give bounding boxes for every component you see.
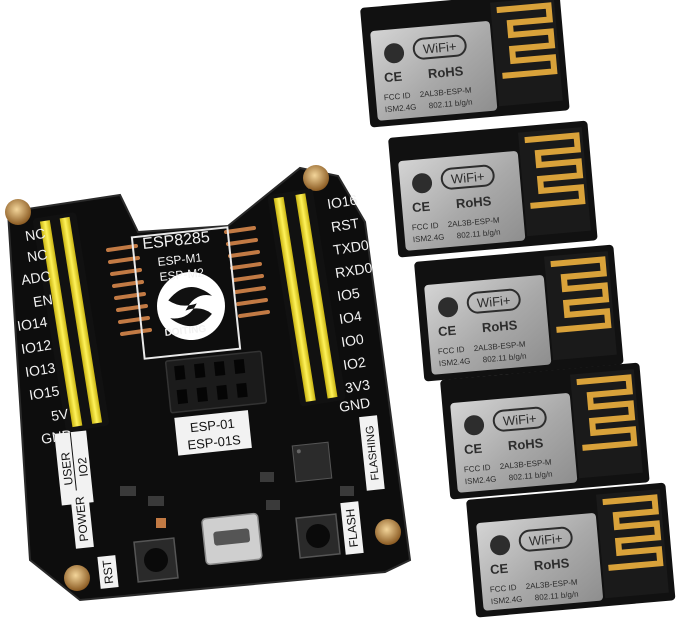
esp-module: WiFi+ CE RoHS FCC ID 2AL3B-ESP-M ISM2.4G… [440, 362, 650, 500]
pin-label-right: IO2 [342, 354, 367, 373]
module-logo-icon [464, 415, 485, 436]
pin-label-left: NC [24, 225, 46, 244]
flash-label-box: FLASH [340, 501, 364, 555]
module-wifi: WiFi+ [476, 293, 511, 311]
module-ism: ISM2.4G [491, 594, 523, 606]
pin-label-right: IO0 [340, 331, 365, 350]
module-rohs: RoHS [533, 555, 570, 573]
module-rohs: RoHS [507, 435, 544, 453]
socket-label-2: ESP-01S [187, 432, 242, 453]
programmer-board: ESP8285 ESP-M1 ESP-M2 DOITING NC NC ADC … [5, 165, 412, 602]
esp01-socket [164, 350, 268, 414]
pin-label-left: IO12 [20, 336, 53, 357]
module-fcc-id: FCC ID [464, 463, 492, 474]
pin-label-right: IO16 [326, 191, 359, 212]
module-ism: ISM2.4G [439, 356, 471, 368]
module-logo-icon [438, 297, 459, 318]
user-label: USER [58, 451, 75, 486]
flash-button[interactable] [295, 513, 341, 559]
module-fcc-id: FCC ID [438, 345, 466, 356]
pin-label-right: IO5 [336, 285, 361, 304]
module-wifi: WiFi+ [422, 39, 457, 57]
esp-module: WiFi+ CE RoHS FCC ID 2AL3B-ESP-M ISM2.4G… [360, 0, 570, 128]
power-label-box: POWER [69, 489, 94, 549]
model-line-2: ESP-M2 [159, 265, 205, 284]
socket-label-box: ESP-01 ESP-01S [174, 410, 252, 456]
pin-label-right: RXD0 [334, 259, 374, 281]
model-line-1: ESP-M1 [157, 250, 203, 269]
module-rohs: RoHS [455, 193, 492, 211]
pin-label-left: IO14 [16, 313, 49, 334]
pin-label-left: 5V [50, 405, 70, 424]
pin-label-left: NC [26, 246, 48, 265]
rst-label-box: RST [97, 555, 119, 589]
module-ce: CE [490, 561, 510, 578]
screw-bottom-right [375, 519, 401, 545]
chip-title: ESP8285 [142, 229, 211, 253]
socket-label-1: ESP-01 [189, 416, 235, 436]
flashing-label: FLASHING [364, 425, 382, 481]
flashing-label-box: FLASHING [359, 415, 385, 491]
module-standard: 802.11 b/g/n [482, 352, 527, 365]
module-logo-icon [490, 535, 511, 556]
pin-label-right: RST [330, 215, 361, 235]
module-ism: ISM2.4G [465, 474, 497, 486]
rst-label: RST [100, 559, 117, 585]
screw-bottom-left [64, 565, 90, 591]
module-fcc-id: FCC ID [384, 91, 412, 102]
esp-module: WiFi+ CE RoHS FCC ID 2AL3B-ESP-M ISM2.4G… [388, 120, 598, 258]
micro-usb-port[interactable] [201, 512, 263, 566]
module-fcc-id: FCC ID [412, 221, 440, 232]
module-standard: 802.11 b/g/n [534, 590, 579, 603]
module-ce: CE [384, 69, 404, 86]
module-logo-icon [384, 43, 405, 64]
module-rohs: RoHS [427, 63, 464, 81]
module-wifi: WiFi+ [502, 411, 537, 429]
pogo-pins-right [224, 226, 270, 318]
pin-label-left: IO15 [28, 382, 61, 403]
pin-label-left: EN [32, 291, 54, 310]
right-header-pins [267, 188, 346, 407]
module-standard: 802.11 b/g/n [428, 98, 473, 111]
pin-label-right: IO4 [338, 308, 363, 327]
screw-top-right [303, 165, 329, 191]
usb-serial-ic [291, 441, 333, 483]
screw-top-left [5, 199, 31, 225]
module-rohs: RoHS [481, 317, 518, 335]
module-ism: ISM2.4G [413, 232, 445, 244]
flash-label: FLASH [343, 508, 361, 548]
module-standard: 802.11 b/g/n [456, 228, 501, 241]
pin-label-right: TXD0 [332, 237, 370, 258]
module-ce: CE [412, 199, 432, 216]
chip-silkscreen [130, 226, 242, 360]
esp-module: WiFi+ CE RoHS FCC ID 2AL3B-ESP-M ISM2.4G… [466, 482, 676, 618]
module-ce: CE [438, 323, 458, 340]
esp-module: WiFi+ CE RoHS FCC ID 2AL3B-ESP-M ISM2.4G… [414, 244, 624, 382]
brand-label: DOITING [164, 324, 207, 339]
module-logo-icon [412, 173, 433, 194]
pin-label-left: ADC [20, 268, 52, 288]
reset-button[interactable] [133, 537, 179, 583]
pin-label-right: GND [338, 394, 371, 415]
module-wifi: WiFi+ [528, 531, 563, 549]
right-pin-labels: IO16 RST TXD0 RXD0 IO5 IO4 IO0 IO2 3V3 G… [326, 191, 374, 415]
module-ce: CE [464, 441, 484, 458]
io2-label: IO2 [75, 456, 91, 477]
pin-label-right: 3V3 [344, 376, 371, 396]
pin-label-left: IO13 [24, 359, 57, 380]
power-label: POWER [73, 495, 92, 542]
smd-components [120, 472, 354, 528]
module-ism: ISM2.4G [385, 102, 417, 114]
user-io2-label: USER IO2 [54, 430, 94, 506]
module-standard: 802.11 b/g/n [508, 470, 553, 483]
module-fcc-id: FCC ID [490, 583, 518, 594]
module-wifi: WiFi+ [450, 169, 485, 187]
esp-module-stack: WiFi+ CE RoHS FCC ID 2AL3B-ESP-M ISM2.4G… [360, 0, 676, 618]
left-header-pins [32, 212, 110, 432]
